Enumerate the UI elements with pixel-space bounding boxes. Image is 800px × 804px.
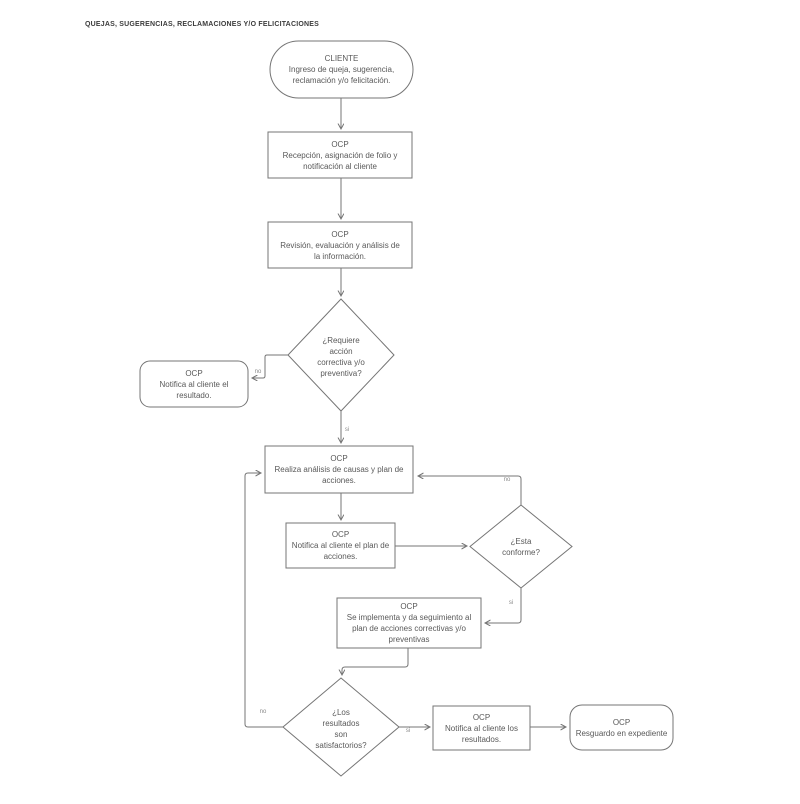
decision-results-diamond-shape bbox=[282, 677, 400, 777]
page-title: QUEJAS, SUGERENCIAS, RECLAMACIONES Y/O F… bbox=[85, 21, 319, 28]
reception-process-shape bbox=[267, 131, 413, 179]
edge-decision-action-no bbox=[252, 354, 288, 378]
notify-plan-process-shape bbox=[285, 522, 396, 569]
notify-result-terminator-shape bbox=[139, 360, 249, 408]
notify-results-process-shape bbox=[432, 705, 531, 751]
review-process-shape bbox=[267, 221, 413, 269]
edge-decision-conforme-si bbox=[485, 588, 522, 623]
decision-conforme-diamond-shape bbox=[469, 504, 573, 589]
edge-implement-to-decision-results bbox=[342, 648, 409, 675]
edge-decision-conforme-no bbox=[418, 476, 522, 505]
implement-process-shape bbox=[336, 597, 482, 649]
edge-decision-results-no bbox=[244, 473, 283, 728]
start-terminator-shape bbox=[269, 40, 414, 99]
archive-terminator-shape bbox=[569, 704, 674, 751]
analysis-process-shape bbox=[264, 445, 414, 494]
decision-action-diamond-shape bbox=[287, 298, 395, 412]
